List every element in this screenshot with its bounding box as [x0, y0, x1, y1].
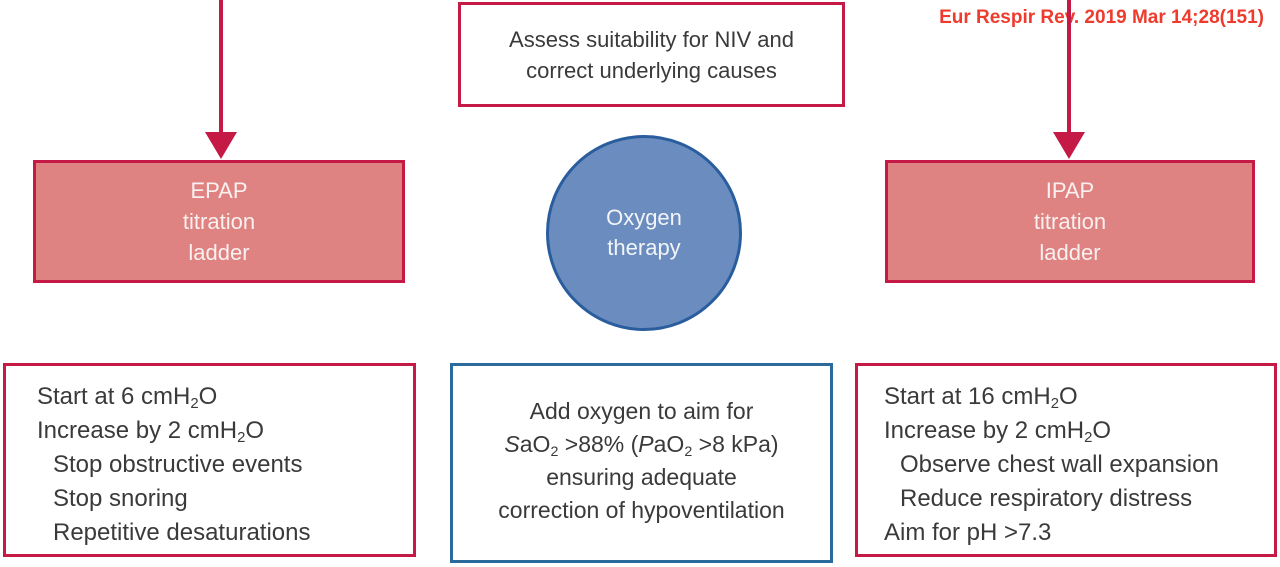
text-line: therapy [607, 235, 681, 260]
arrow-line [1067, 0, 1071, 134]
text-line: ladder [1039, 240, 1101, 265]
text-line: ladder [188, 240, 250, 265]
text-line: Start at 6 cmH2O [37, 383, 218, 413]
text-line: titration [182, 209, 256, 234]
text-line: Oxygen [606, 205, 682, 230]
epap-titration-ladder-box: EPAP titration ladder [33, 160, 405, 283]
oxygen-therapy-circle: Oxygen therapy [546, 135, 742, 331]
arrow-line [219, 0, 223, 134]
text-line: correct underlying causes [526, 57, 777, 83]
text-line: ensuring adequate [546, 464, 737, 490]
text-line: titration [1033, 209, 1107, 234]
ipap-details-box: Start at 16 cmH2O Increase by 2 cmH2O Ob… [855, 363, 1277, 557]
text-line: Aim for pH >7.3 [884, 519, 1052, 546]
text-line: Observe chest wall expansion [900, 451, 1219, 478]
text-line: Increase by 2 cmH2O [884, 417, 1112, 447]
assess-suitability-box: Assess suitability for NIV and correct u… [458, 2, 845, 107]
arrow-down-icon [1053, 132, 1085, 159]
text-line: EPAP [190, 178, 248, 203]
text-line: Stop obstructive events [53, 451, 303, 478]
text-line: Start at 16 cmH2O [884, 383, 1078, 413]
arrow-down-icon [205, 132, 237, 159]
epap-details-box: Start at 6 cmH2O Increase by 2 cmH2O Sto… [3, 363, 416, 557]
text-line: Stop snoring [53, 485, 188, 512]
text-line: Increase by 2 cmH2O [37, 417, 265, 447]
text-line: IPAP [1045, 178, 1095, 203]
text-line: Assess suitability for NIV and [509, 26, 794, 52]
text-line: Repetitive desaturations [53, 519, 311, 546]
oxygen-details-box: Add oxygen to aim for SaO2 >88% (PaO2 >8… [450, 363, 833, 563]
text-line: Reduce respiratory distress [900, 485, 1193, 512]
text-line: Add oxygen to aim for [529, 398, 754, 424]
text-line: correction of hypoventilation [498, 497, 785, 523]
ipap-titration-ladder-box: IPAP titration ladder [885, 160, 1255, 283]
journal-citation: Eur Respir Rev. 2019 Mar 14;28(151) [939, 7, 1264, 28]
text-line: SaO2 >88% (PaO2 >8 kPa) [504, 431, 779, 460]
